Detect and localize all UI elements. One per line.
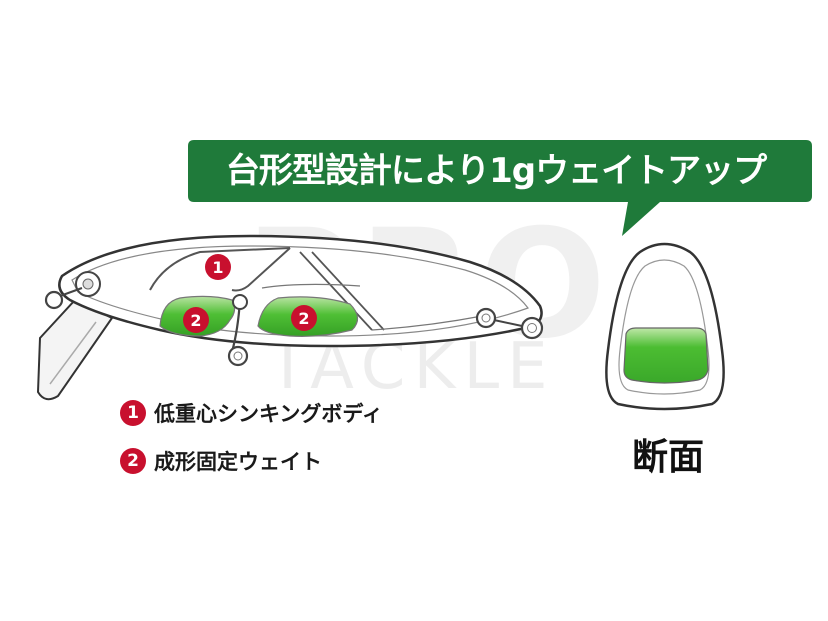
legend-item-1: 1 低重心シンキングボディ bbox=[120, 398, 383, 428]
nose-line-tie bbox=[44, 287, 83, 310]
belly-hanger bbox=[227, 294, 249, 367]
lure-marker-2a-label: 2 bbox=[190, 310, 202, 330]
legend-label-1: 低重心シンキングボディ bbox=[154, 402, 383, 426]
banner-callout bbox=[188, 140, 812, 236]
lure-marker-2b-label: 2 bbox=[298, 308, 310, 328]
lure-marker-2a: 2 bbox=[183, 307, 209, 333]
lure-marker-2b: 2 bbox=[291, 305, 317, 331]
legend-number-1: 1 bbox=[120, 400, 146, 426]
lure-marker-1: 1 bbox=[205, 254, 231, 280]
legend-number-2: 2 bbox=[120, 448, 146, 474]
lure-marker-1-label: 1 bbox=[212, 257, 224, 277]
legend-label-2: 成形固定ウェイト bbox=[154, 450, 322, 474]
lure-lip bbox=[36, 298, 114, 401]
tail-hanger bbox=[475, 307, 544, 340]
banner-text: 台形型設計により1gウェイトアップ bbox=[225, 151, 767, 191]
legend-item-2: 2 成形固定ウェイト bbox=[120, 446, 322, 476]
cross-section-shape bbox=[605, 242, 725, 411]
cross-section-label: 断面 bbox=[631, 437, 704, 478]
